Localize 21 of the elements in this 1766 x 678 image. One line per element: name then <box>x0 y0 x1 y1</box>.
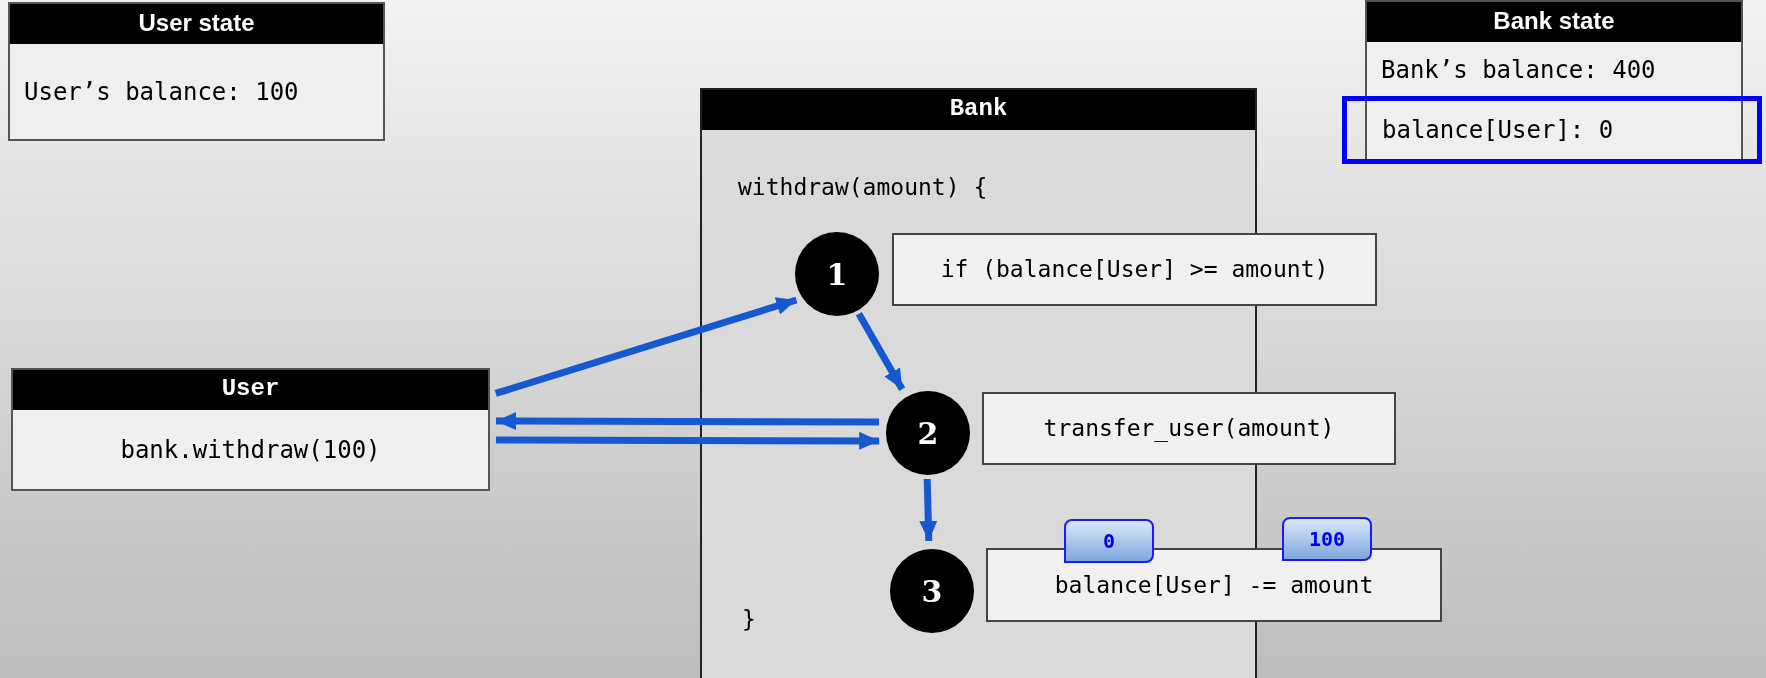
header-bar: User <box>13 370 488 410</box>
state-panel <box>8 2 385 141</box>
code-box: transfer_user(amount) <box>982 392 1396 465</box>
arrow <box>919 478 938 542</box>
code-box: if (balance[User] >= amount) <box>892 233 1377 306</box>
code-box: balance[User] -= amount <box>986 548 1442 622</box>
arrow <box>494 296 798 397</box>
header-bar: Bank state <box>1367 2 1741 42</box>
header-bar: Bank <box>702 90 1255 130</box>
highlight-box <box>1342 96 1762 164</box>
value-badge: 100 <box>1282 517 1372 561</box>
code-text: bank.withdraw(100) <box>120 434 381 466</box>
state-panel <box>11 368 490 491</box>
arrow <box>855 311 906 392</box>
code-text: withdraw(amount) { <box>738 173 988 202</box>
value-badge: 0 <box>1064 519 1154 563</box>
code-text: User’s balance: 100 <box>24 76 299 108</box>
code-text: Bank’s balance: 400 <box>1381 55 1656 86</box>
header-bar: User state <box>10 4 383 44</box>
code-text: } <box>742 605 756 634</box>
code-text: balance[User]: 0 <box>1382 115 1614 146</box>
